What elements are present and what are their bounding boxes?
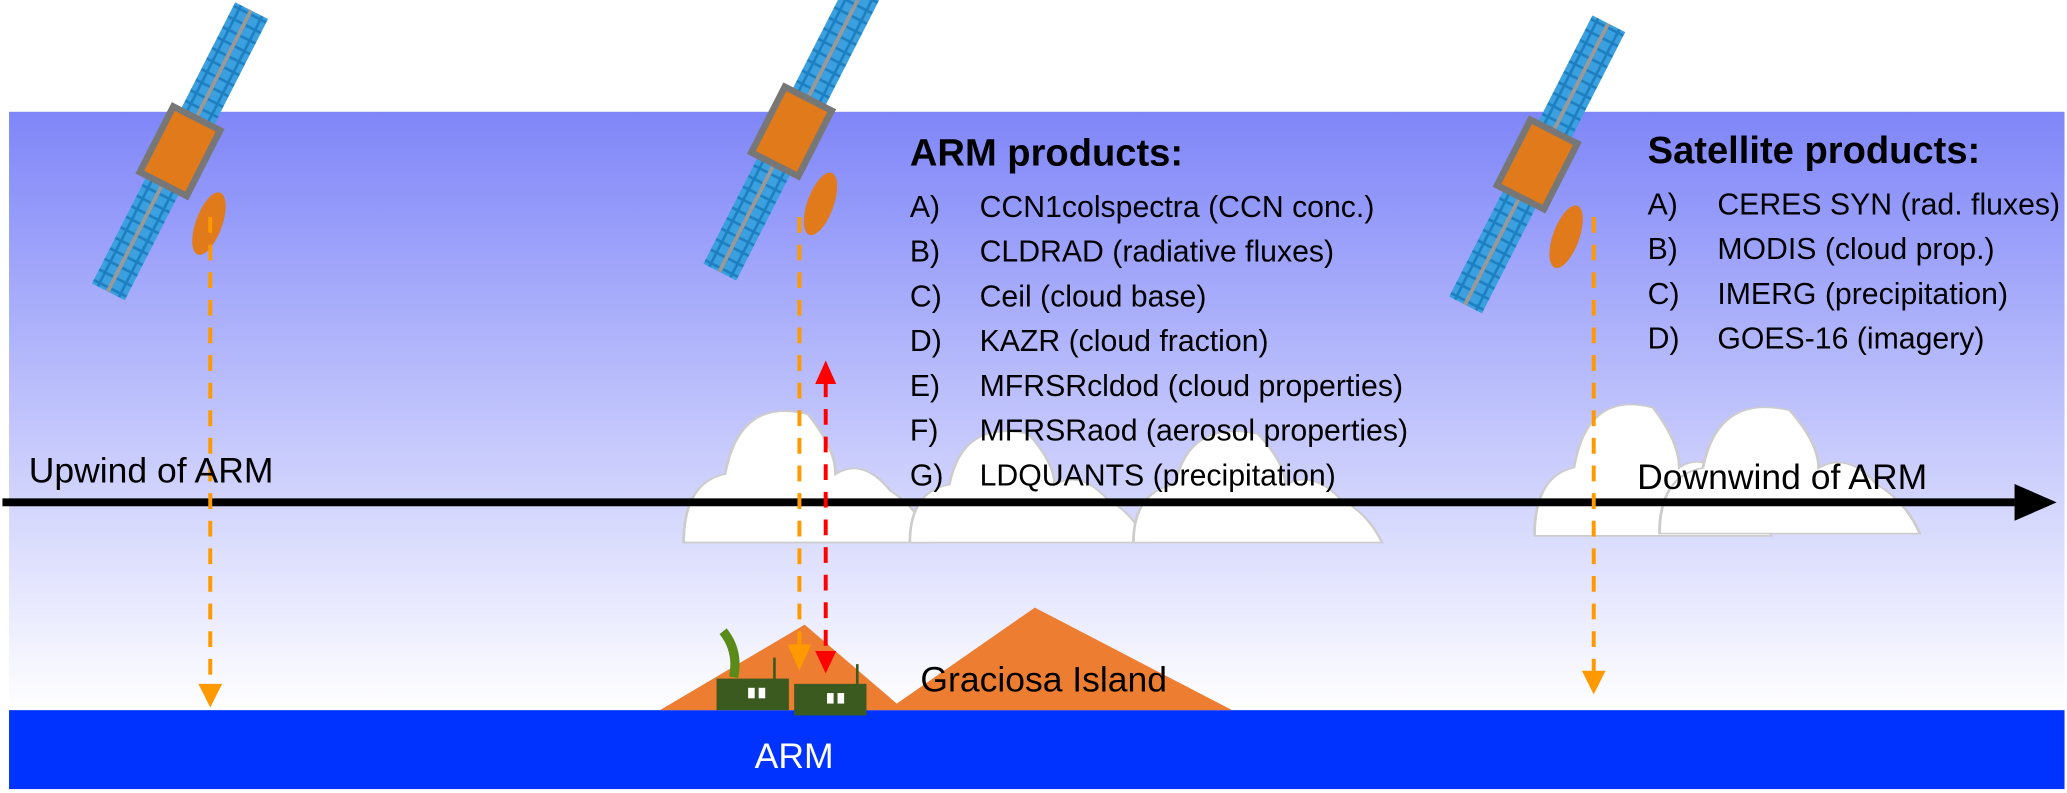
list-item: MFRSRcldod (cloud properties) — [980, 370, 1403, 403]
satellite-products-title: Satellite products: — [1648, 129, 1981, 172]
downwind-label: Downwind of ARM — [1637, 457, 1927, 497]
list-item: MODIS (cloud prop.) — [1717, 233, 1994, 266]
list-item: KAZR (cloud fraction) — [980, 325, 1269, 358]
list-item-letter: G) — [910, 459, 944, 492]
list-item-letter: D) — [910, 325, 942, 358]
arm-site-buildings-icon — [716, 628, 867, 716]
sea — [9, 710, 2065, 790]
list-item-letter: B) — [910, 236, 940, 269]
arrow-head-icon — [198, 683, 223, 708]
list-item-letter: B) — [1648, 233, 1678, 266]
list-item-letter: C) — [1648, 278, 1680, 311]
list-item: CERES SYN (rad. fluxes) — [1717, 188, 2060, 221]
list-item: CLDRAD (radiative fluxes) — [980, 236, 1335, 269]
list-item-letter: C) — [910, 280, 942, 313]
satellite-products-list: Satellite products: A) CERES SYN (rad. f… — [1648, 129, 2060, 355]
upwind-label: Upwind of ARM — [29, 451, 274, 491]
arrow-down-icon — [815, 650, 837, 674]
island-label: Graciosa Island — [920, 660, 1167, 700]
list-item: Ceil (cloud base) — [980, 280, 1207, 313]
list-item: CCN1colspectra (CCN conc.) — [980, 191, 1375, 224]
list-item-letter: D) — [1648, 322, 1680, 355]
arm-site-label: ARM — [755, 736, 834, 776]
list-item-letter: A) — [1648, 188, 1678, 221]
list-item-letter: A) — [910, 191, 940, 224]
wind-arrow-head — [2014, 483, 2057, 521]
arrow-up-icon — [815, 360, 837, 385]
arm-products-list: ARM products: A) CCN1colspectra (CCN con… — [910, 132, 1408, 493]
arrow-head-icon — [787, 644, 812, 671]
satellite-view-lines — [208, 216, 1596, 687]
arm-products-title: ARM products: — [910, 132, 1183, 175]
list-item-letter: E) — [910, 370, 940, 403]
list-item: IMERG (precipitation) — [1717, 278, 2008, 311]
arrow-head-icon — [1581, 670, 1606, 695]
list-item-letter: F) — [910, 415, 939, 448]
list-item: GOES-16 (imagery) — [1717, 322, 1984, 355]
list-item: MFRSRaod (aerosol properties) — [980, 415, 1408, 448]
list-item: LDQUANTS (precipitation) — [980, 459, 1336, 492]
